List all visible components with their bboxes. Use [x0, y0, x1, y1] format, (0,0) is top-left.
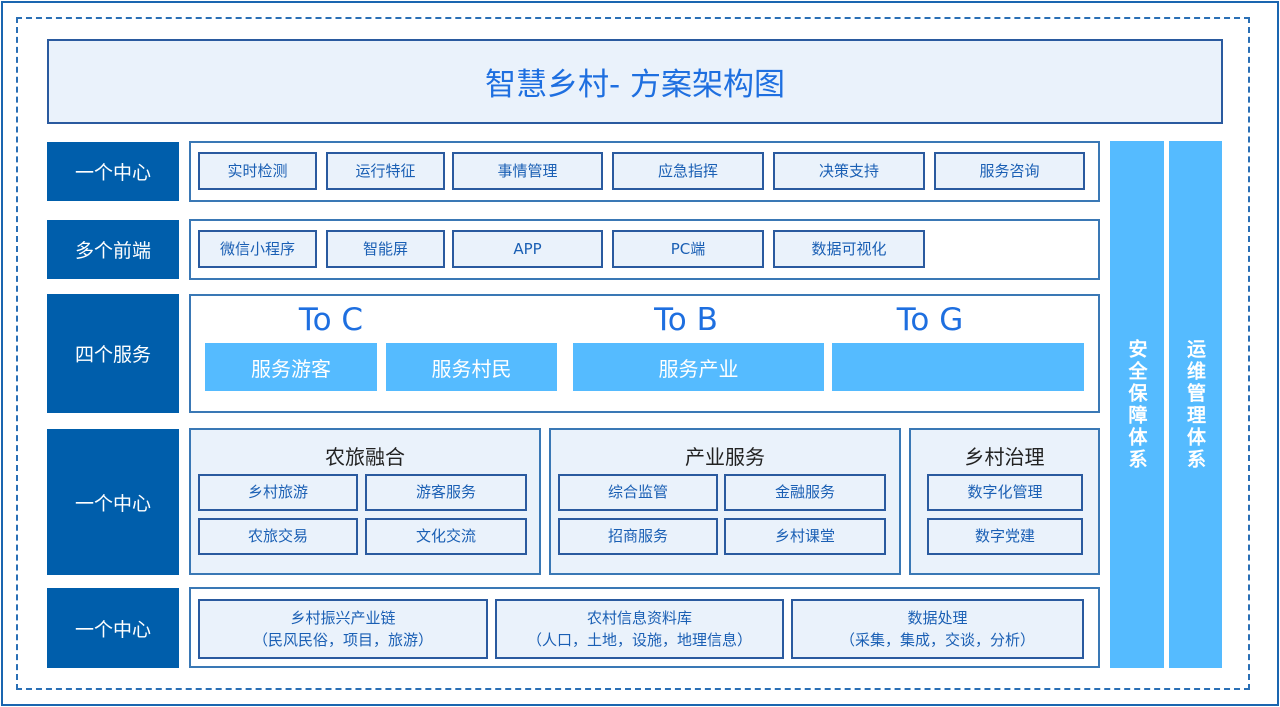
service-bar: 服务游客: [205, 343, 377, 391]
frontend-item: APP: [452, 230, 603, 268]
dashed-frame: [16, 17, 1250, 690]
center-item: 实时检测: [198, 152, 317, 190]
data-item-detail: （民风民俗，项目，旅游）: [252, 631, 433, 649]
target-to-g: To G: [896, 302, 964, 338]
row-label-center-3: 一个中心: [47, 588, 179, 668]
group-item: 数字化管理: [927, 474, 1083, 511]
data-item-detail: （人口，土地，设施，地理信息）: [526, 631, 752, 649]
target-to-b: To B: [654, 302, 718, 338]
center-item: 决策支持: [773, 152, 925, 190]
group-item: 乡村旅游: [198, 474, 358, 511]
group-item: 金融服务: [724, 474, 886, 511]
group-item: 招商服务: [558, 518, 718, 555]
data-item: 农村信息资料库 （人口，土地，设施，地理信息）: [495, 599, 784, 659]
frontend-item: 微信小程序: [198, 230, 317, 268]
frontend-item: PC端: [612, 230, 764, 268]
group-item: 数字党建: [927, 518, 1083, 555]
group-item: 综合监管: [558, 474, 718, 511]
diagram-title: 智慧乡村- 方案架构图: [47, 39, 1223, 124]
data-item-detail: （采集，集成，交谈，分析）: [839, 631, 1035, 649]
row-label-center-2: 一个中心: [47, 429, 179, 575]
data-item: 数据处理 （采集，集成，交谈，分析）: [791, 599, 1084, 659]
group-title: 产业服务: [685, 445, 765, 469]
data-item-title: 农村信息资料库: [586, 608, 692, 627]
row-label-services: 四个服务: [47, 294, 179, 413]
center-item: 运行特征: [326, 152, 445, 190]
center-item: 服务咨询: [934, 152, 1085, 190]
center-item: 应急指挥: [612, 152, 764, 190]
data-item: 乡村振兴产业链 （民风民俗，项目，旅游）: [198, 599, 488, 659]
frontend-item: 数据可视化: [773, 230, 925, 268]
center-item: 事情管理: [452, 152, 603, 190]
row-label-frontends: 多个前端: [47, 220, 179, 279]
data-item-title: 数据处理: [907, 608, 968, 627]
group-item: 游客服务: [365, 474, 527, 511]
service-bar: [832, 343, 1084, 391]
frontend-item: 智能屏: [326, 230, 445, 268]
group-title: 农旅融合: [325, 445, 405, 469]
group-item: 乡村课堂: [724, 518, 886, 555]
service-bar: 服务产业: [573, 343, 824, 391]
row-label-center: 一个中心: [47, 142, 179, 201]
group-item: 文化交流: [365, 518, 527, 555]
group-item: 农旅交易: [198, 518, 358, 555]
security-system-bar: 安全保障体系: [1110, 141, 1164, 668]
group-title: 乡村治理: [964, 445, 1045, 469]
data-item-title: 乡村振兴产业链: [290, 608, 396, 627]
operations-system-bar: 运维管理体系: [1169, 141, 1222, 668]
target-to-c: To C: [298, 302, 364, 338]
service-bar: 服务村民: [386, 343, 557, 391]
